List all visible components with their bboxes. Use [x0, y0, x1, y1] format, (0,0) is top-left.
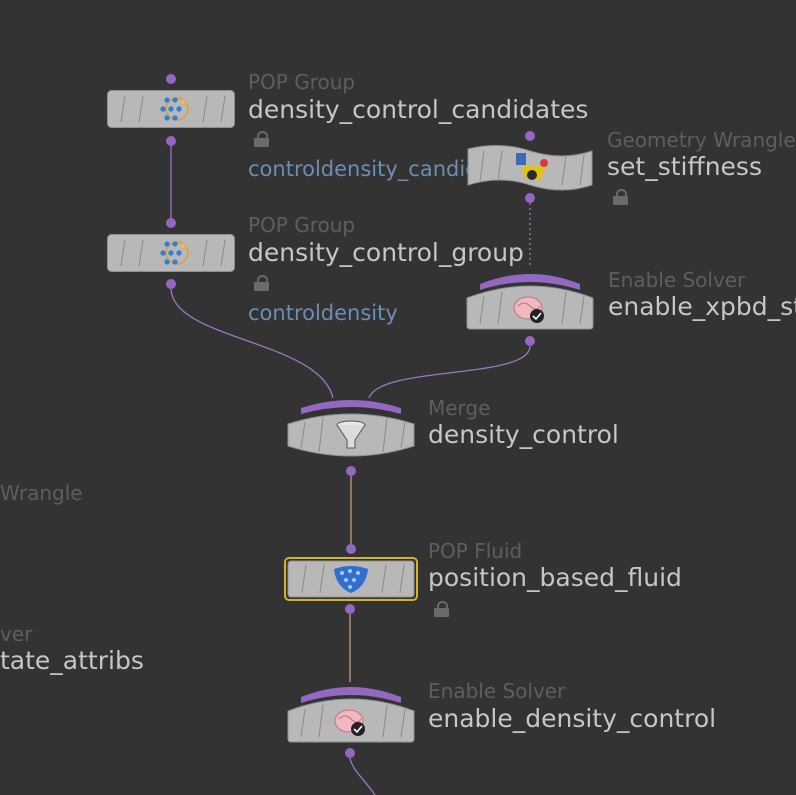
node-enable-xpbd[interactable]: [466, 268, 594, 330]
lock-icon[interactable]: [613, 189, 628, 205]
node-body[interactable]: [466, 143, 594, 191]
node-body[interactable]: [107, 90, 235, 128]
output-port[interactable]: [346, 466, 356, 476]
node-type-label: Enable Solver: [608, 268, 746, 292]
node-body[interactable]: [287, 396, 415, 458]
group-name-label: controldensity: [248, 301, 398, 325]
node-name-label[interactable]: position_based_fluid: [428, 563, 682, 592]
input-port[interactable]: [166, 218, 176, 228]
brain-check-icon: [334, 709, 365, 736]
node-name-label[interactable]: density_control_group: [248, 238, 524, 267]
brain-check-icon: [513, 296, 544, 323]
wire-enable-out[interactable]: [349, 757, 376, 795]
output-port[interactable]: [525, 336, 535, 346]
input-port[interactable]: [346, 544, 356, 554]
node-name-label-left-solver[interactable]: tate_attribs: [0, 646, 144, 675]
node-position-based-fluid[interactable]: [284, 557, 418, 601]
node-type-label-left-wrangle: Wrangle: [0, 481, 83, 505]
node-type-label-left-solver: ver: [0, 622, 33, 646]
output-port[interactable]: [525, 193, 535, 203]
node-enable-density-control[interactable]: [287, 681, 415, 743]
node-name-label[interactable]: set_stiffness: [607, 152, 762, 181]
node-type-label: Enable Solver: [428, 679, 566, 703]
output-port[interactable]: [166, 279, 176, 289]
node-density-control-group[interactable]: [107, 234, 235, 272]
node-name-label[interactable]: enable_density_control: [428, 704, 717, 733]
input-port[interactable]: [525, 131, 535, 141]
output-port[interactable]: [166, 136, 176, 146]
node-type-label: POP Group: [248, 213, 356, 237]
lock-icon[interactable]: [434, 601, 449, 617]
wire-group-to-merge[interactable]: [170, 287, 334, 399]
node-body[interactable]: [287, 681, 415, 743]
node-body[interactable]: [284, 557, 418, 601]
output-port[interactable]: [345, 748, 355, 758]
lock-icon[interactable]: [254, 131, 269, 147]
wire-enable-xpbd-to-merge[interactable]: [368, 345, 531, 399]
input-port[interactable]: [166, 74, 176, 84]
node-body[interactable]: [107, 234, 235, 272]
node-type-label: POP Fluid: [428, 539, 523, 563]
node-type-label: Merge: [428, 396, 491, 420]
particle-group-icon: [160, 241, 189, 265]
node-name-label[interactable]: density_control_candidates: [248, 95, 589, 124]
fluid-blob-icon: [334, 566, 368, 593]
node-set-stiffness[interactable]: [466, 143, 594, 191]
wrangle-icon: [516, 153, 548, 181]
node-name-label[interactable]: density_control: [428, 420, 619, 449]
node-name-label[interactable]: enable_xpbd_st: [608, 292, 796, 321]
node-body[interactable]: [466, 268, 594, 330]
output-port[interactable]: [345, 604, 355, 614]
node-type-label: POP Group: [248, 70, 356, 94]
particle-group-icon: [160, 97, 189, 121]
node-type-label: Geometry Wrangle: [607, 128, 796, 152]
funnel-icon: [336, 420, 366, 449]
node-density-control[interactable]: [287, 396, 415, 458]
node-density-control-candidates[interactable]: [107, 90, 235, 128]
lock-icon[interactable]: [254, 275, 269, 291]
